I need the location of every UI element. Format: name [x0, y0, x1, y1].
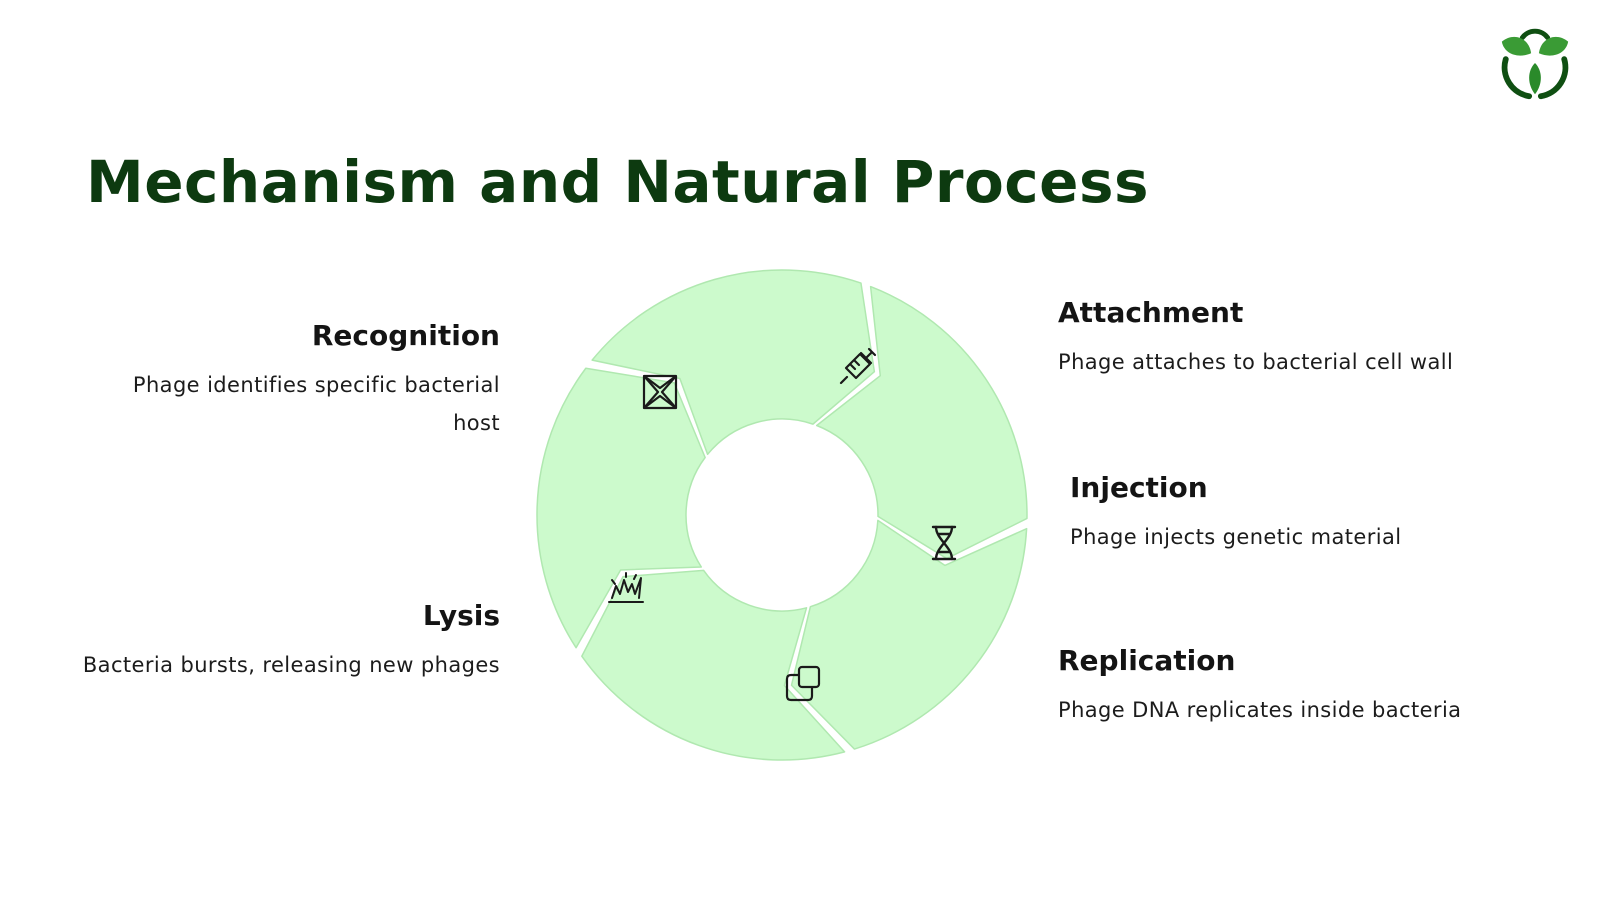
- step-heading: Injection: [1070, 471, 1208, 504]
- step-description: Bacteria bursts, releasing new phages: [82, 653, 500, 677]
- step-lysis: Lysis Bacteria bursts, releasing new pha…: [20, 598, 500, 684]
- step-replication: Replication Phage DNA replicates inside …: [1058, 643, 1538, 729]
- target-icon: [642, 374, 678, 410]
- step-heading: Recognition: [311, 319, 500, 352]
- step-heading: Replication: [1058, 644, 1236, 677]
- cycle-segment-injection: [790, 519, 1028, 750]
- step-description: Phage identifies specific bacterial host: [132, 373, 500, 435]
- syringe-icon: [839, 347, 877, 385]
- cycle-segment-replication: [581, 569, 846, 761]
- step-description: Phage DNA replicates inside bacteria: [1058, 698, 1462, 722]
- step-description: Phage attaches to bacterial cell wall: [1058, 350, 1454, 374]
- copy-icon: [785, 665, 821, 702]
- step-description: Phage injects genetic material: [1070, 525, 1402, 549]
- page-title: Mechanism and Natural Process: [86, 148, 1150, 216]
- burst-icon: [608, 572, 644, 603]
- company-logo: [1501, 28, 1569, 100]
- cycle-segment-lysis: [536, 367, 706, 649]
- step-injection: Injection Phage injects genetic material: [1070, 470, 1550, 556]
- leaf-trefoil-icon: [1501, 28, 1569, 100]
- step-heading: Lysis: [422, 599, 500, 632]
- cycle-segment-attachment: [815, 285, 1028, 560]
- dna-icon: [931, 525, 957, 561]
- cycle-segment-recognition: [591, 269, 876, 456]
- step-recognition: Recognition Phage identifies specific ba…: [20, 318, 500, 442]
- step-attachment: Attachment Phage attaches to bacterial c…: [1058, 295, 1538, 381]
- step-heading: Attachment: [1058, 296, 1244, 329]
